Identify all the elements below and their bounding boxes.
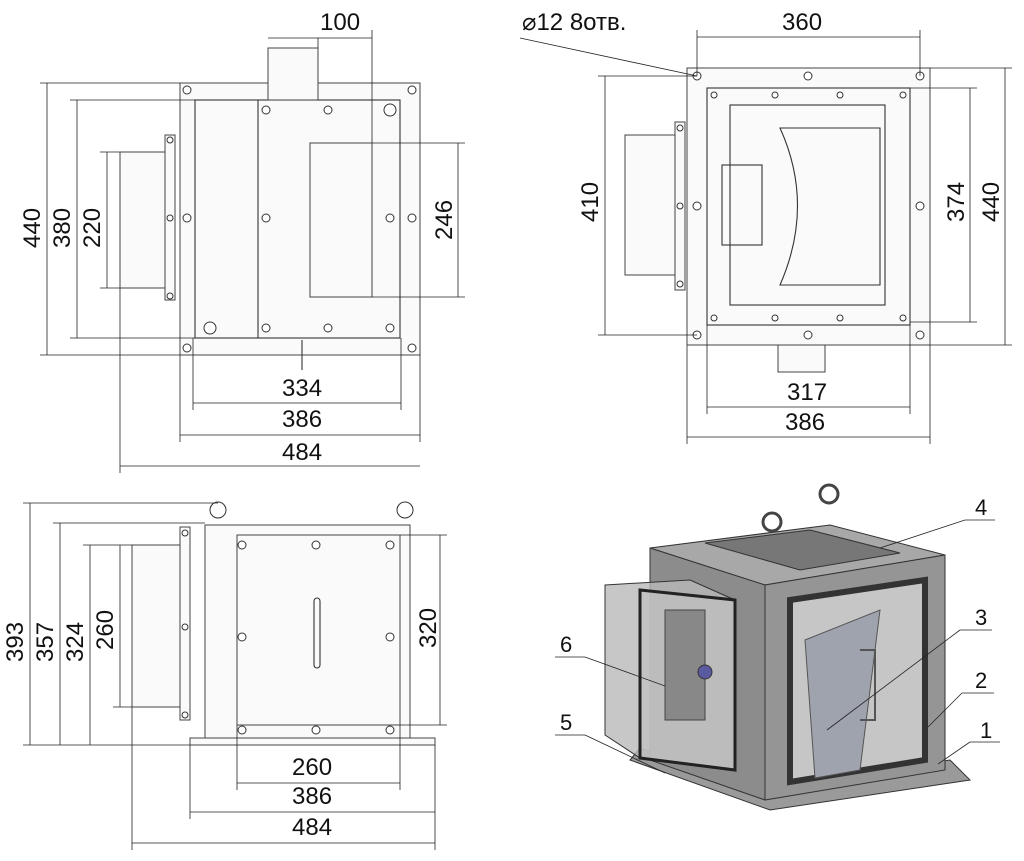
bolts <box>166 85 417 353</box>
callout-6: 6 <box>560 632 572 657</box>
dim-height-inner: 380 <box>49 208 76 248</box>
isometric-view: 1 2 3 4 5 6 <box>555 483 1000 811</box>
dim-width-inner: 317 <box>787 379 827 406</box>
slot <box>313 597 321 669</box>
dim-pipe-width: 100 <box>320 9 360 36</box>
top-view: ⌀12 8отв. 360 410 374 440 317 386 <box>519 9 1012 444</box>
dim-393: 393 <box>2 622 29 662</box>
inspection-window <box>309 142 373 298</box>
inlet-hopper <box>119 151 169 289</box>
dim-height-total: 440 <box>978 182 1005 222</box>
dim-panel-height: 320 <box>415 608 442 648</box>
dim-inlet-height: 220 <box>79 208 106 248</box>
flap <box>779 127 881 286</box>
dim-260-vertical: 260 <box>92 610 119 650</box>
handle <box>860 649 876 721</box>
front-view: 100 440 380 220 246 334 386 484 <box>19 9 465 473</box>
side-view: 393 357 324 260 320 260 386 484 <box>2 501 447 850</box>
dim-width-total: 484 <box>292 814 332 841</box>
dim-panel-width: 260 <box>292 754 332 781</box>
callout-5: 5 <box>560 710 572 735</box>
callout-2: 2 <box>975 668 987 693</box>
dim-width-plate: 386 <box>292 783 332 810</box>
dim-height-total: 440 <box>19 208 46 248</box>
inner-frame <box>706 87 911 326</box>
dim-324: 324 <box>62 622 89 662</box>
callout-3: 3 <box>975 605 987 630</box>
eyebolt-icon <box>761 511 783 533</box>
mechanism <box>664 609 706 721</box>
inlet-hopper <box>131 544 181 708</box>
hole-note: ⌀12 8отв. <box>522 9 626 36</box>
inlet-hopper <box>624 134 678 276</box>
callout-4: 4 <box>975 495 987 520</box>
bolts <box>181 529 395 735</box>
dim-width-plate: 386 <box>785 409 825 436</box>
top-opening <box>704 529 901 571</box>
dim-width-total: 484 <box>282 439 322 466</box>
dim-window-height: 246 <box>431 200 458 240</box>
eyebolt-icon <box>396 501 414 519</box>
callout-1: 1 <box>980 718 992 743</box>
callouts: 1 2 3 4 5 6 <box>555 495 1000 774</box>
side-panel <box>236 534 401 726</box>
dim-width-plate: 386 <box>282 406 322 433</box>
base-plate <box>686 67 931 346</box>
dim-height-holes: 410 <box>577 182 604 222</box>
bottom-pipe <box>777 344 826 373</box>
dim-hole-spacing: 360 <box>782 9 822 36</box>
base-plate <box>179 82 421 356</box>
dim-357: 357 <box>32 622 59 662</box>
flap <box>804 609 881 779</box>
eyebolt-icon <box>818 483 840 505</box>
dim-height-inner: 374 <box>943 182 970 222</box>
dim-width-inner: 334 <box>282 375 322 402</box>
base-plate <box>189 737 436 746</box>
eyebolt-icon <box>209 501 227 519</box>
top-pipe <box>267 47 319 101</box>
